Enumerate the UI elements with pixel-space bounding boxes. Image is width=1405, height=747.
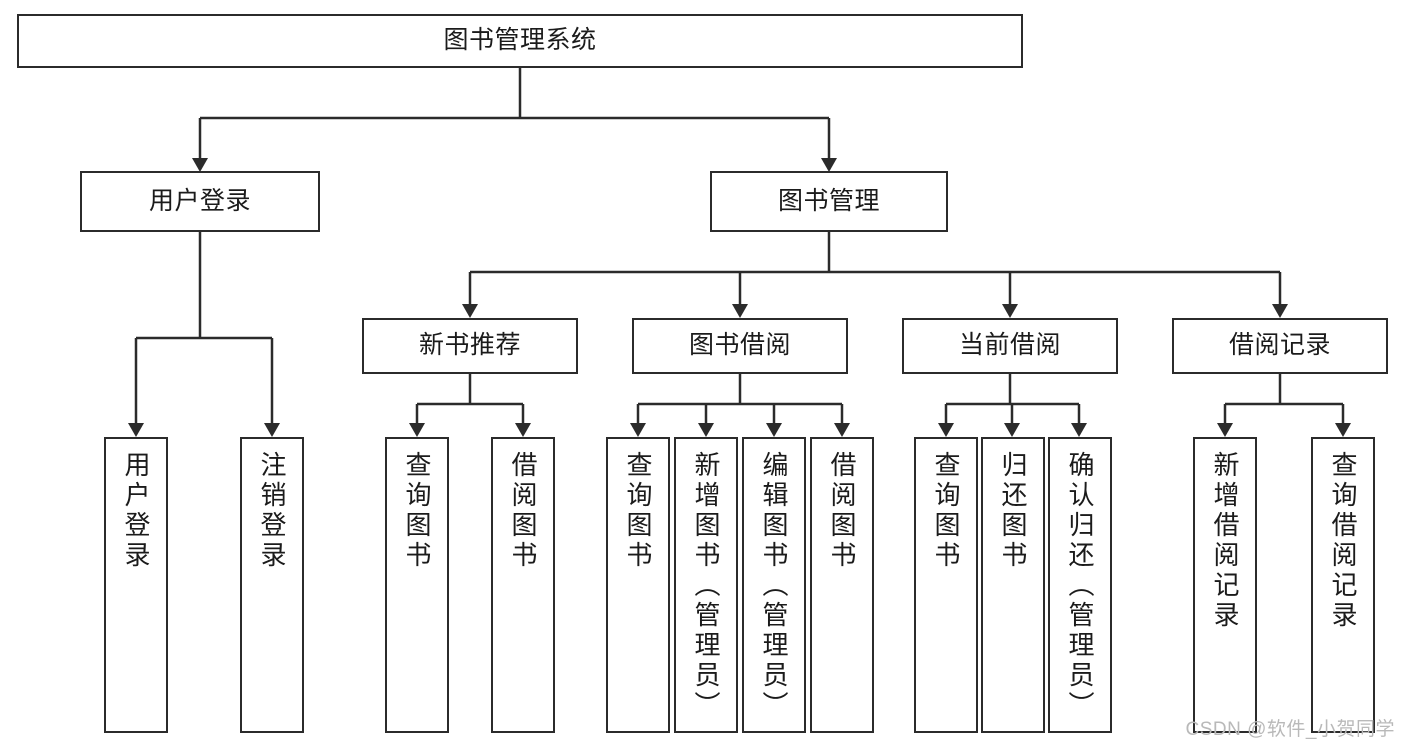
- leaf-edit-book-admin[interactable]: 编辑图书（管理员）: [742, 437, 806, 733]
- node-user-login[interactable]: 用户登录: [80, 171, 320, 232]
- node-borrow-record[interactable]: 借阅记录: [1172, 318, 1388, 374]
- leaf-add-borrow-record[interactable]: 新增借阅记录: [1193, 437, 1257, 733]
- leaf-user-login[interactable]: 用户登录: [104, 437, 168, 733]
- node-label: 借阅图书: [827, 451, 857, 571]
- leaf-confirm-return-admin[interactable]: 确认归还（管理员）: [1048, 437, 1112, 733]
- node-label: 查询图书: [931, 451, 961, 571]
- node-new-book-recommend[interactable]: 新书推荐: [362, 318, 578, 374]
- leaf-query-book-current[interactable]: 查询图书: [914, 437, 978, 733]
- node-root-book-management-system[interactable]: 图书管理系统: [17, 14, 1023, 68]
- leaf-logout[interactable]: 注销登录: [240, 437, 304, 733]
- leaf-return-book[interactable]: 归还图书: [981, 437, 1045, 733]
- node-label: 查询图书: [402, 451, 432, 571]
- node-label: 图书管理系统: [443, 26, 597, 55]
- node-label: 查询图书: [623, 451, 653, 571]
- node-label: 借阅记录: [1228, 331, 1331, 360]
- node-label: 新书推荐: [418, 331, 521, 360]
- leaf-borrow-book-recommend[interactable]: 借阅图书: [491, 437, 555, 733]
- leaf-query-book-recommend[interactable]: 查询图书: [385, 437, 449, 733]
- node-label: 新增图书（管理员）: [691, 451, 721, 721]
- node-book-borrow[interactable]: 图书借阅: [632, 318, 848, 374]
- node-book-management[interactable]: 图书管理: [710, 171, 948, 232]
- csdn-watermark: CSDN @软件_小贺同学: [1185, 719, 1395, 740]
- node-label: 图书管理: [777, 186, 880, 215]
- leaf-add-book-admin[interactable]: 新增图书（管理员）: [674, 437, 738, 733]
- node-label: 确认归还（管理员）: [1065, 451, 1095, 721]
- node-label: 归还图书: [998, 451, 1028, 571]
- node-label: 注销登录: [257, 451, 287, 571]
- node-label: 用户登录: [148, 186, 251, 215]
- node-label: 查询借阅记录: [1328, 451, 1358, 631]
- node-label: 新增借阅记录: [1210, 451, 1240, 631]
- node-label: 编辑图书（管理员）: [759, 451, 789, 721]
- node-label: 借阅图书: [508, 451, 538, 571]
- leaf-query-book-borrow[interactable]: 查询图书: [606, 437, 670, 733]
- node-label: 当前借阅: [958, 331, 1061, 360]
- node-current-borrow[interactable]: 当前借阅: [902, 318, 1118, 374]
- leaf-query-borrow-record[interactable]: 查询借阅记录: [1311, 437, 1375, 733]
- node-label: 图书借阅: [688, 331, 791, 360]
- node-label: 用户登录: [121, 451, 151, 571]
- leaf-borrow-book[interactable]: 借阅图书: [810, 437, 874, 733]
